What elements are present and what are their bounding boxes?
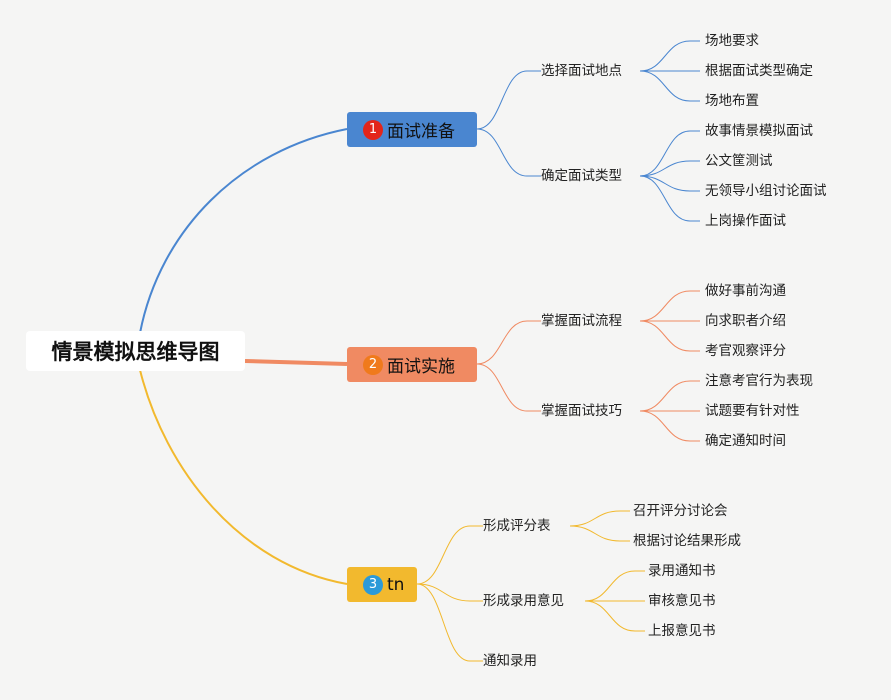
sub-connector: [476, 70, 528, 130]
leaf-node[interactable]: 试题要有针对性: [705, 403, 800, 419]
branch-node-2[interactable]: 2 面试实施: [347, 347, 477, 382]
sub-connector: [416, 583, 471, 602]
leaf-node[interactable]: 向求职者介绍: [705, 313, 786, 329]
sub-node-1-1[interactable]: 选择面试地点: [541, 63, 622, 79]
leaf-node[interactable]: 审核意见书: [648, 593, 716, 609]
number-badge-2: 2: [363, 354, 383, 375]
branch-node-1[interactable]: 1 面试准备: [347, 112, 477, 147]
root-connector-2: [244, 359, 348, 366]
leaf-connector: [639, 160, 691, 177]
leaf-connector: [569, 525, 621, 542]
leaf-node[interactable]: 根据讨论结果形成: [633, 533, 741, 549]
leaf-node[interactable]: 考官观察评分: [705, 343, 786, 359]
leaf-connector: [584, 600, 636, 632]
sub-connector: [476, 128, 528, 177]
root-node[interactable]: 情景模拟思维导图: [26, 331, 245, 371]
leaf-connector: [639, 410, 691, 442]
sub-connector: [416, 525, 471, 585]
leaf-node[interactable]: 根据面试类型确定: [705, 63, 813, 79]
leaf-node[interactable]: 做好事前沟通: [705, 283, 786, 299]
leaf-node[interactable]: 无领导小组讨论面试: [705, 183, 827, 199]
leaf-node[interactable]: 注意考官行为表现: [705, 373, 813, 389]
leaf-connector: [584, 570, 636, 602]
leaf-node[interactable]: 公文筐测试: [705, 153, 773, 169]
number-badge-1: 1: [363, 119, 383, 140]
leaf-connector: [639, 70, 691, 102]
sub-node-2-1[interactable]: 掌握面试流程: [541, 313, 622, 329]
leaf-connector: [639, 290, 691, 322]
leaf-node[interactable]: 场地布置: [705, 93, 759, 109]
branch-label-1: 面试准备: [387, 122, 455, 142]
leaf-node[interactable]: 上报意见书: [648, 623, 716, 639]
sub-node-2-2[interactable]: 掌握面试技巧: [541, 403, 622, 419]
root-connector-3: [139, 369, 348, 585]
sub-connector: [476, 320, 528, 365]
sub-node-3-2[interactable]: 形成录用意见: [483, 593, 564, 609]
leaf-connector: [569, 510, 621, 527]
leaf-node[interactable]: 故事情景模拟面试: [705, 123, 813, 139]
leaf-connector: [639, 320, 691, 352]
sub-node-3-1[interactable]: 形成评分表: [483, 518, 551, 534]
number-badge-3: 3: [363, 574, 383, 595]
leaf-connector: [639, 175, 691, 222]
leaf-connector: [639, 175, 691, 192]
leaf-connector: [639, 40, 691, 72]
branch-label-2: 面试实施: [387, 357, 455, 377]
branch-label-3: tn: [387, 574, 405, 595]
leaf-node[interactable]: 场地要求: [705, 33, 759, 49]
leaf-connector: [639, 130, 691, 177]
branch-node-3[interactable]: 3 tn: [347, 567, 417, 602]
leaf-node[interactable]: 上岗操作面试: [705, 213, 786, 229]
sub-node-1-2[interactable]: 确定面试类型: [541, 168, 622, 184]
sub-connector: [476, 363, 528, 412]
leaf-connector: [639, 380, 691, 412]
root-connector-1: [139, 128, 348, 334]
sub-node-3-3[interactable]: 通知录用: [483, 653, 537, 669]
leaf-node[interactable]: 确定通知时间: [705, 433, 786, 449]
sub-connector: [416, 583, 471, 662]
root-title: 情景模拟思维导图: [51, 340, 220, 364]
leaf-node[interactable]: 召开评分讨论会: [633, 503, 728, 519]
leaf-node[interactable]: 录用通知书: [648, 563, 716, 579]
